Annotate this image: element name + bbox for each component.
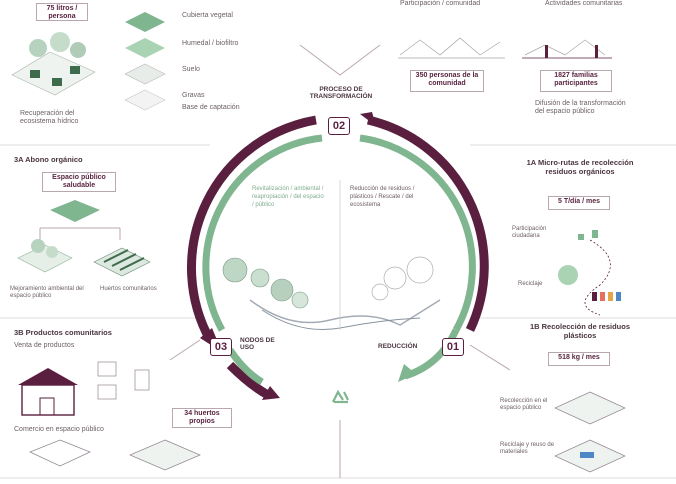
center-right-text: Reducción de residuos / plásticos / Resc… bbox=[350, 186, 415, 208]
families-box: 1827 familias participantes bbox=[540, 70, 612, 92]
plum-arc-left bbox=[187, 115, 317, 343]
collection-route-illustration bbox=[558, 230, 621, 316]
green-arc-right bbox=[359, 134, 476, 332]
water-per-person-box: 75 litros / persona bbox=[36, 3, 88, 21]
center-left-text: Revitalización / ambiental / reapropiaci… bbox=[252, 186, 324, 208]
landscape-illustration bbox=[222, 180, 441, 331]
nodes-label: NODOS DE USO bbox=[240, 337, 275, 351]
top-right-header: Actividades comunitarias bbox=[545, 0, 623, 7]
section-3b-title: 3B Productos comunitarios bbox=[14, 328, 112, 337]
plastic-kg-box: 518 kg / mes bbox=[548, 352, 610, 366]
section-3a-label-2: Huertos comunitarios bbox=[100, 286, 157, 292]
recycle-icon bbox=[332, 389, 349, 404]
step-01-badge: 01 bbox=[442, 338, 464, 356]
top-center-header: Participación / comunidad bbox=[400, 0, 481, 7]
section-3a-label-1: Mejoramiento ambiental del espacio públi… bbox=[10, 286, 84, 299]
community-illustration bbox=[398, 37, 612, 59]
section-3b-footer: Comercio en espacio público bbox=[14, 426, 104, 433]
step-03-badge: 03 bbox=[210, 338, 232, 356]
section-1b-label-1: Recolección en el espacio público bbox=[500, 398, 548, 411]
community-people-box: 350 personas de la comunidad bbox=[410, 70, 484, 92]
layer-label-2: Humedal / biofiltro bbox=[182, 40, 239, 47]
process-label: PROCESO DE TRANSFORMACIÓN bbox=[309, 86, 373, 100]
reduction-label: REDUCCIÓN bbox=[378, 343, 418, 350]
section-3a-title: 3A Abono orgánico bbox=[14, 155, 83, 164]
step-02-badge: 02 bbox=[328, 117, 350, 135]
organic-tons-box: 5 T/día / mes bbox=[548, 196, 610, 210]
garden-illustration bbox=[17, 200, 151, 277]
section-1a-label-1: Participación ciudadana bbox=[512, 226, 547, 239]
layer-label-4: Gravas bbox=[182, 92, 205, 99]
section-1a-title: 1A Micro-rutas de recolección residuos o… bbox=[526, 158, 634, 176]
green-arc-left bbox=[202, 134, 323, 332]
section-3b-subtitle: Venta de productos bbox=[14, 342, 75, 349]
layer-label-1: Cubierta vegetal bbox=[182, 12, 233, 19]
healthy-space-box: Espacio público saludable bbox=[42, 172, 116, 192]
plum-arc-right bbox=[366, 115, 489, 332]
section-1b-title: 1B Recolección de residuos plásticos bbox=[529, 322, 631, 340]
plastic-collection-illustration bbox=[554, 391, 626, 473]
own-gardens-box: 34 huertos propios bbox=[172, 408, 232, 428]
layer-stack-illustration bbox=[11, 12, 166, 111]
layer-label-3: Suelo bbox=[182, 66, 200, 73]
section-1a-label-2: Reciclaje bbox=[518, 281, 543, 287]
section-1b-label-2: Reciclaje y reuso de materiales bbox=[500, 442, 555, 455]
layer-label-5: Base de captación bbox=[182, 104, 240, 111]
top-left-footer: Recuperación del ecosistema hídrico bbox=[20, 110, 79, 125]
top-right-footer: Difusión de la transformación del espaci… bbox=[535, 100, 626, 115]
house-icon bbox=[18, 361, 201, 471]
